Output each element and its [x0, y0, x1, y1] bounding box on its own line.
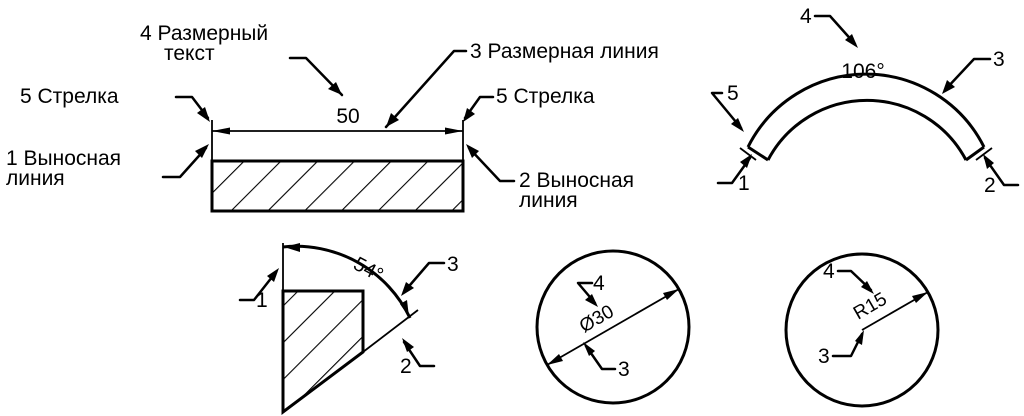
diameter-arrow-a: [547, 354, 563, 365]
label-dim-text-2: текст: [164, 42, 215, 65]
diameter-label-4: 4: [593, 272, 605, 295]
leader-dim-line: [384, 49, 468, 129]
arc-label-2: 2: [984, 174, 996, 197]
radius-dimension-group: R15 4 3: [784, 252, 940, 408]
diameter-arrow-b: [663, 289, 679, 300]
label-ext-line-left-1: 1 Выносная: [6, 147, 121, 170]
radius-circle: [784, 252, 940, 408]
arc-edge-left: [747, 145, 769, 162]
leader-ext-line-right: [467, 146, 516, 183]
radius-label-3: 3: [818, 345, 830, 368]
dimension-arrow-right: [445, 127, 463, 135]
arc-edge-right: [965, 145, 985, 162]
arc-leader-2: [983, 156, 1020, 187]
sector-label-3: 3: [447, 253, 459, 276]
diameter-leader-3-arrow: [583, 342, 595, 356]
arc-label-1: 1: [738, 172, 750, 195]
arc-leader-1-arrow: [740, 154, 752, 168]
label-ext-line-right-2: линия: [519, 189, 578, 212]
sector-arrow-top: [284, 243, 300, 252]
arc-label-3: 3: [993, 48, 1005, 71]
arc-ext-left: [739, 147, 757, 161]
hatched-part: [210, 159, 465, 213]
sector-dimension-group: 54° 3 1 2: [238, 243, 459, 415]
sector-value-54: 54°: [350, 253, 387, 287]
arc-leader-4: [813, 14, 857, 46]
arc-inner: [766, 98, 968, 161]
arc-outer: [746, 72, 986, 148]
radius-arrow: [912, 292, 928, 303]
leader-arrow-left-arrow: [197, 107, 210, 122]
diameter-circle: [535, 249, 691, 405]
label-ext-line-right-1: 2 Выносная: [519, 169, 634, 192]
leader-dim-text: [288, 56, 344, 97]
arc-label-4: 4: [800, 5, 812, 28]
angular-dimension-group: 106° 4 3 5 1 2: [710, 5, 1020, 197]
radius-leader-4-arrow: [861, 281, 874, 294]
radius-leader-4: [836, 269, 873, 292]
diameter-dimension-group: Ø30 4 3: [535, 249, 691, 405]
leader-ext-line-left: [161, 146, 208, 179]
sector-arrow-bottom: [400, 300, 409, 317]
linear-dimension-group: 50 4 Размерный текст 3 Размерная линия 5…: [6, 22, 659, 213]
leader-ext-line-left-arrow: [195, 144, 209, 158]
leader-ext-line-right-arrow: [466, 144, 479, 158]
diameter-line: [546, 288, 680, 366]
sector-leader-1-arrow: [267, 268, 279, 282]
label-arrow-left: 5 Стрелка: [20, 85, 119, 108]
arc-leader-4-arrow: [845, 34, 858, 48]
radius-leader-3: [831, 332, 864, 358]
arc-label-5: 5: [727, 82, 739, 105]
label-arrow-right: 5 Стрелка: [496, 85, 595, 108]
diameter-leader-4-arrow: [585, 294, 598, 307]
sector-label-1: 1: [256, 289, 268, 312]
sector-leader-2-arrow: [402, 338, 414, 352]
arc-leader-1: [716, 156, 752, 185]
diameter-label-3: 3: [618, 358, 630, 381]
radius-label-4: 4: [823, 260, 835, 283]
sector-leader-1: [238, 270, 278, 302]
radius-leader-3-arrow: [855, 330, 864, 345]
sector-leader-3: [402, 261, 446, 294]
label-ext-line-left-2: линия: [6, 167, 65, 190]
diameter-value: Ø30: [576, 301, 618, 337]
arc-ext-right: [975, 147, 993, 161]
leader-dim-line-arrow: [386, 113, 399, 127]
sector-arc: [282, 244, 412, 319]
arc-leader-5-arrow: [731, 118, 744, 132]
sector-hatched-part: [281, 289, 365, 415]
arc-leader-5: [710, 91, 743, 130]
arc-value-106: 106°: [841, 60, 884, 83]
dimension-arrow-left: [212, 127, 230, 135]
radius-value: R15: [850, 289, 891, 325]
sector-label-2: 2: [400, 355, 412, 378]
leader-arrow-right-arrow: [463, 108, 475, 122]
arc-leader-2-arrow: [983, 154, 994, 169]
label-dim-text-1: 4 Размерный: [140, 22, 268, 45]
sector-leader-3-arrow: [401, 282, 414, 296]
dimension-value-50: 50: [336, 105, 359, 128]
arc-leader-3: [943, 57, 992, 92]
label-dim-line: 3 Размерная линия: [470, 40, 659, 63]
arc-leader-3-arrow: [942, 80, 955, 94]
leader-dim-text-arrow: [328, 82, 342, 95]
